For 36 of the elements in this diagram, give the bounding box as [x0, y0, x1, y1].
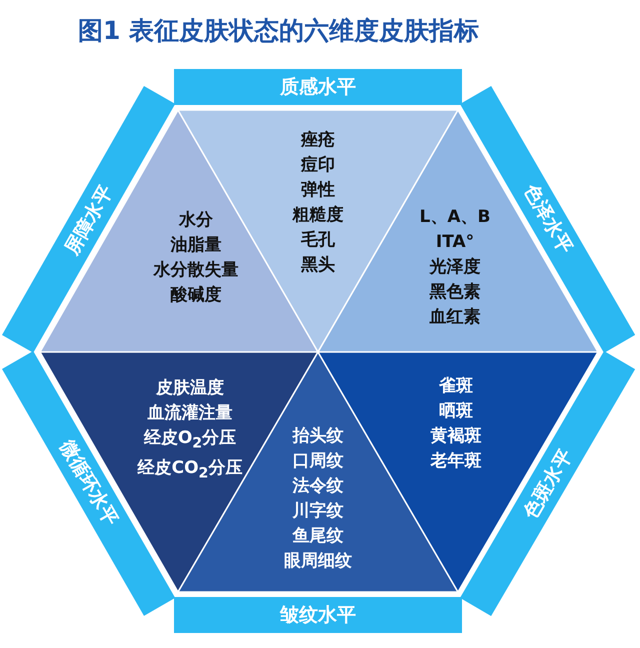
- indicator-text: 痘印: [300, 154, 336, 177]
- indicator-text: 眼周细纹: [284, 550, 352, 573]
- indicator-text: 经皮CO$_{2}$分压: [138, 457, 242, 484]
- indicator-text: 黑头: [300, 254, 336, 277]
- indicator-text: 黄褐斑: [430, 425, 482, 448]
- indicator-text: 晒斑: [438, 400, 474, 423]
- indicator-text: 粗糙度: [292, 204, 344, 227]
- dimension-label: 屏障水平: [60, 180, 118, 260]
- indicator-text: 酸碱度: [170, 284, 222, 307]
- indicator-text: 毛孔: [300, 229, 336, 252]
- dimension-label: 微循环水平: [54, 436, 124, 532]
- indicator-text: 血红素: [428, 306, 482, 329]
- dimension-label: 色斑水平: [518, 444, 578, 523]
- indicator-text: 痤疮: [300, 129, 336, 152]
- indicator-text: L、A、B: [420, 206, 490, 229]
- indicator-text: 水分: [178, 209, 214, 232]
- indicator-text: 血流灌注量: [146, 402, 234, 425]
- indicator-text: 法令纹: [292, 475, 344, 498]
- diagram-title: 图1 表征皮肤状态的六维度皮肤指标: [78, 15, 480, 47]
- indicator-text: 弹性: [300, 179, 336, 202]
- indicator-text: 口周纹: [292, 450, 344, 473]
- dimension-label: 色泽水平: [518, 180, 578, 259]
- indicator-text: 鱼尾纹: [291, 525, 344, 548]
- indicator-text: 黑色素: [428, 281, 482, 304]
- indicator-text: 皮肤温度: [155, 377, 225, 400]
- indicator-text: 光泽度: [428, 256, 482, 279]
- indicator-text: 老年斑: [430, 450, 482, 473]
- indicator-text: 经皮O$_{2}$分压: [142, 427, 238, 454]
- indicator-text: 油脂量: [170, 234, 222, 257]
- indicator-text: 雀斑: [438, 375, 474, 398]
- indicator-text: ITA°: [434, 231, 476, 254]
- dimension-label: 皱纹水平: [280, 603, 356, 628]
- indicator-text: 抬头纹: [291, 425, 344, 448]
- dimension-label: 质感水平: [280, 75, 356, 100]
- indicator-text: 水分散失量: [154, 259, 238, 282]
- indicator-text: 川字纹: [292, 500, 344, 523]
